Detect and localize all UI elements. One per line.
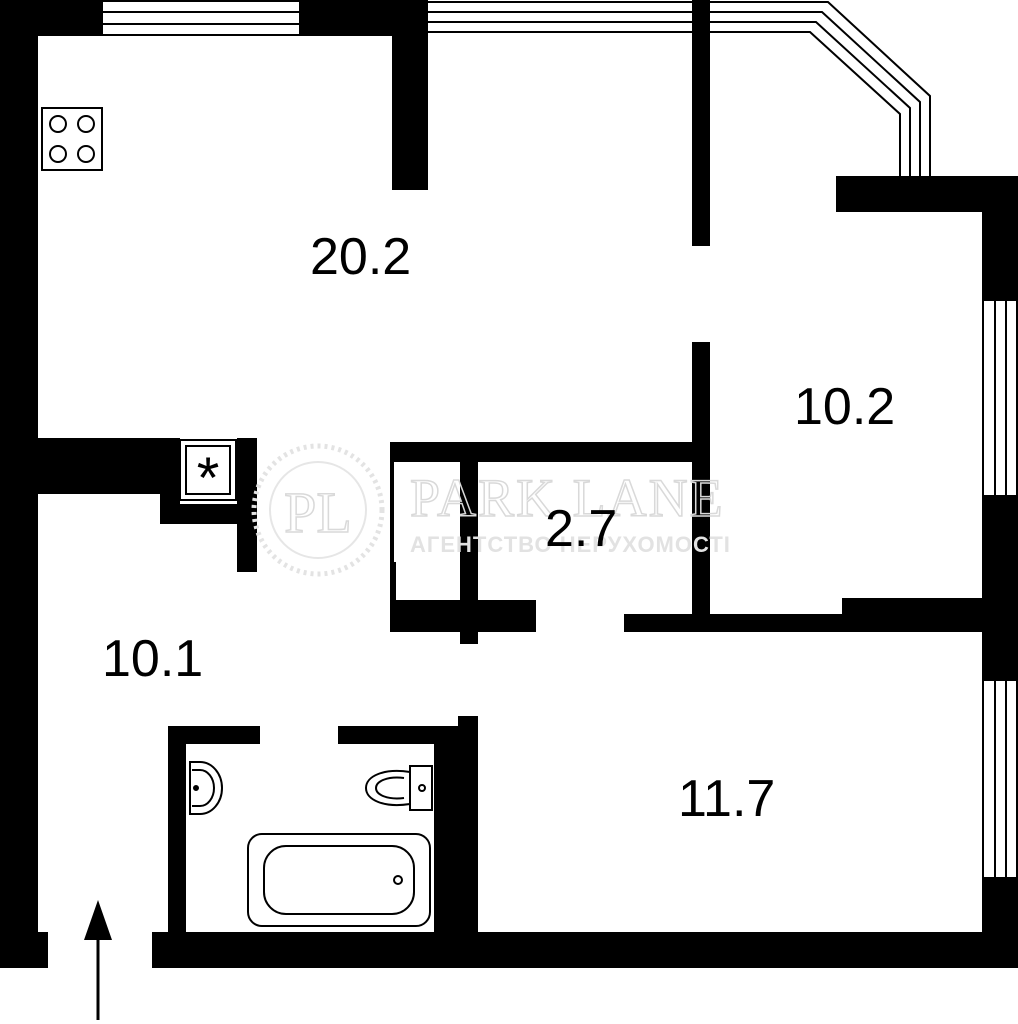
window-top-kitchen [101, 0, 301, 36]
room-area-kitchen-living: 20.2 [310, 228, 411, 286]
windows [101, 0, 1018, 879]
stove-icon [41, 107, 103, 171]
room-area-hallway: 10.1 [102, 630, 203, 688]
ventilation-shaft-icon: * [179, 439, 237, 511]
watermark-tagline: АГЕНТСТВО НЕРУХОМОСТІ [410, 532, 731, 557]
window-right-upper [982, 299, 1018, 497]
window-right-lower [982, 679, 1018, 879]
watermark: PL PARK LANE АГЕНТСТВО НЕРУХОМОСТІ [251, 443, 731, 577]
window-bay [428, 1, 931, 176]
walls [0, 0, 1018, 968]
ventilation-symbol: * [197, 446, 220, 511]
toilet-icon [364, 765, 433, 811]
watermark-seal-outer [251, 443, 385, 577]
room-labels: 20.2 10.2 2.7 10.1 11.7 [102, 228, 895, 828]
sink-icon [189, 761, 223, 815]
bathtub-icon [247, 833, 431, 927]
entrance-arrow-icon [84, 900, 112, 1020]
room-area-bedroom-small: 10.2 [794, 378, 895, 436]
watermark-brand: PARK LANE [410, 468, 725, 528]
room-area-storage: 2.7 [545, 500, 617, 558]
room-area-bedroom-large: 11.7 [678, 770, 775, 828]
watermark-monogram: PL [284, 480, 352, 545]
watermark-seal-inner [269, 461, 367, 559]
